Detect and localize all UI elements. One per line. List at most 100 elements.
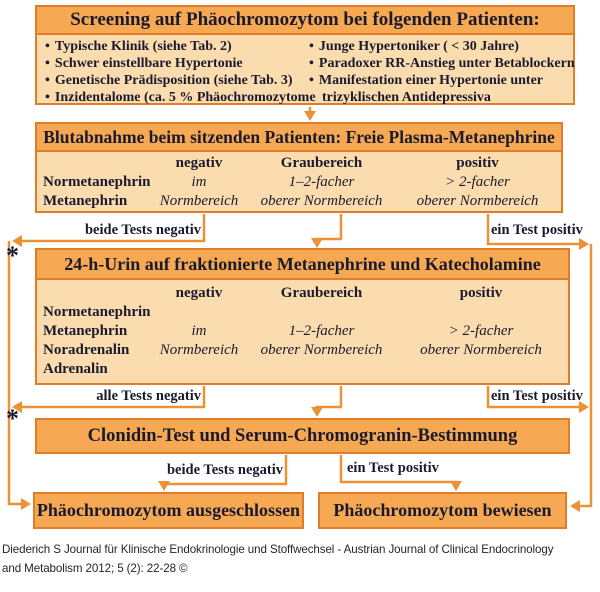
result-proven-text: Phäochromozytom bewiesen: [333, 500, 552, 520]
clonidin-test-title: Clonidin-Test und Serum-Chromogranin-Bes…: [87, 425, 518, 446]
arrowhead-down-icon: [304, 111, 316, 121]
table-cell: oberer Normbereich: [260, 342, 383, 358]
connector-plasma-gray: [315, 214, 343, 243]
connector-label-plasma-positive: ein Test positiv: [491, 222, 583, 238]
result-excluded-box: Phäochromozytom ausgeschlossen: [33, 492, 304, 529]
citation-line-2: and Metabolism 2012; 5 (2): 22-28 ©: [2, 562, 188, 575]
table-row: Normetanephrin im 1–2-facher > 2-facher: [37, 173, 561, 192]
connector-urine-gray: [315, 386, 343, 412]
result-proven-box: Phäochromozytom bewiesen: [318, 492, 567, 529]
screening-bullets-right: • Junge Hypertoniker ( < 30 Jahre) • Parad…: [309, 38, 575, 106]
table-cell: im: [191, 174, 207, 190]
table-header-row: negativ Graubereich positiv: [37, 154, 561, 173]
bullet-icon: •: [45, 39, 50, 54]
table-cell: Normbereich: [159, 342, 239, 358]
bullet-icon: •: [45, 56, 50, 71]
table-cell: [149, 360, 249, 379]
column-header-positiv: positiv: [456, 155, 499, 171]
bullet-item: • Typische Klinik (siehe Tab. 2): [45, 38, 316, 55]
arrowhead-down-icon: [158, 481, 170, 491]
column-header-negativ: negativ: [175, 285, 223, 301]
left-rail: [7, 241, 23, 506]
table-row: Noradrenalin Normbereich oberer Normbere…: [37, 341, 568, 360]
row-label: Normetanephrin: [43, 174, 151, 190]
screening-bullets-left: • Typische Klinik (siehe Tab. 2) • Schwer …: [45, 38, 316, 106]
row-label: Noradrenalin: [43, 342, 130, 358]
connector-label-clonidin-negative: beide Tests negativ: [166, 462, 283, 478]
bullet-item: • Inzidentalome (ca. 5 % Phäochromozytome: [45, 89, 316, 106]
footnote-asterisk: *: [6, 404, 19, 433]
table-cell: [149, 303, 249, 322]
table-cell: [394, 303, 568, 322]
arrowhead-down-icon: [311, 407, 323, 417]
table-corner-spacer: [37, 284, 149, 303]
table-header-row: negativ Graubereich positiv: [37, 284, 568, 303]
connector-label-urine-negative: alle Tests negativ: [96, 388, 201, 404]
table-row: Metanephrin im 1–2-facher > 2-facher: [37, 322, 568, 341]
result-excluded-text: Phäochromozytom ausgeschlossen: [36, 500, 301, 520]
table-row: Normetanephrin: [37, 303, 568, 322]
column-header-graubereich: Graubereich: [280, 155, 363, 171]
plasma-test-title: Blutabnahme beim sitzenden Patienten: Fr…: [37, 124, 561, 152]
citation-caption: Diederich S Journal für Klinische Endokr…: [2, 540, 598, 578]
screening-box: Screening auf Phäochromozytom bei folgen…: [35, 5, 575, 105]
bullet-item: • Manifestation einer Hypertonie unter: [309, 72, 575, 89]
urine-test-box: 24-h-Urin auf fraktionierte Metanephrine…: [35, 248, 570, 385]
bullet-text: Junge Hypertoniker ( < 30 Jahre): [318, 39, 519, 54]
bullet-text: Paradoxer RR-Anstieg unter Betablockern: [318, 56, 575, 71]
row-label: Metanephrin: [43, 323, 128, 339]
bullet-item: • Junge Hypertoniker ( < 30 Jahre): [309, 38, 575, 55]
row-label: Normetanephrin: [43, 304, 151, 320]
right-rail: [578, 244, 593, 508]
bullet-item: • Paradoxer RR-Anstieg unter Betablockern: [309, 55, 575, 72]
bullet-continuation-text: trizyklischen Antidepressiva: [322, 90, 491, 105]
table-cell: im: [191, 323, 207, 339]
bullet-icon: •: [309, 73, 314, 88]
table-cell: [249, 303, 394, 322]
bullet-text: Inzidentalome (ca. 5 % Phäochromozytome: [54, 90, 316, 105]
bullet-icon: •: [45, 73, 50, 88]
column-header-negativ: negativ: [175, 155, 223, 171]
bullet-item: • Genetische Prädisposition (siehe Tab. 3…: [45, 72, 316, 89]
connector-label-urine-positive: ein Test positiv: [491, 388, 583, 404]
table-cell: oberer Normbereich: [420, 342, 542, 358]
table-cell: > 2-facher: [445, 174, 510, 190]
plasma-table: negativ Graubereich positiv Normetanephr…: [37, 154, 561, 211]
urine-table: negativ Graubereich positiv Normetanephr…: [37, 284, 568, 379]
arrowhead-left-icon: [570, 500, 580, 512]
footnote-asterisk: *: [6, 241, 19, 270]
bullet-icon: •: [45, 90, 50, 105]
table-cell: [249, 360, 394, 379]
column-header-graubereich: Graubereich: [280, 285, 363, 301]
bullet-text: Genetische Prädisposition (siehe Tab. 3): [54, 73, 293, 88]
table-cell: 1–2-facher: [288, 174, 355, 190]
table-cell: oberer Normbereich: [260, 193, 383, 209]
arrowhead-down-icon: [311, 238, 323, 248]
plasma-test-box: Blutabnahme beim sitzenden Patienten: Fr…: [35, 122, 563, 213]
connector-label-plasma-negative: beide Tests negativ: [84, 222, 201, 238]
citation-line-1: Diederich S Journal für Klinische Endokr…: [2, 543, 554, 556]
table-cell: > 2-facher: [448, 323, 514, 339]
table-corner-spacer: [37, 154, 149, 173]
bullet-icon: •: [309, 56, 314, 71]
table-cell: oberer Normbereich: [416, 193, 539, 209]
arrowhead-right-icon: [579, 238, 589, 250]
arrowhead-right-icon: [21, 498, 31, 510]
row-label: Adrenalin: [43, 361, 108, 377]
bullet-text: Typische Klinik (siehe Tab. 2): [54, 39, 232, 54]
bullet-item: • Schwer einstellbare Hypertonie: [45, 55, 316, 72]
bullet-icon: •: [309, 39, 314, 54]
table-cell: Normbereich: [159, 193, 239, 209]
arrowhead-down-icon: [450, 481, 462, 491]
table-cell: 1–2-facher: [288, 323, 355, 339]
table-cell: [394, 360, 568, 379]
bullet-text: Manifestation einer Hypertonie unter: [318, 73, 544, 88]
clonidin-test-box: Clonidin-Test und Serum-Chromogranin-Bes…: [35, 418, 570, 454]
connector-label-clonidin-positive: ein Test positiv: [347, 460, 439, 476]
column-header-positiv: positiv: [459, 285, 503, 301]
table-row: Adrenalin: [37, 360, 568, 379]
screening-box-title: Screening auf Phäochromozytom bei folgen…: [37, 7, 573, 35]
bullet-text: Schwer einstellbare Hypertonie: [54, 56, 243, 71]
row-label: Metanephrin: [43, 193, 128, 209]
